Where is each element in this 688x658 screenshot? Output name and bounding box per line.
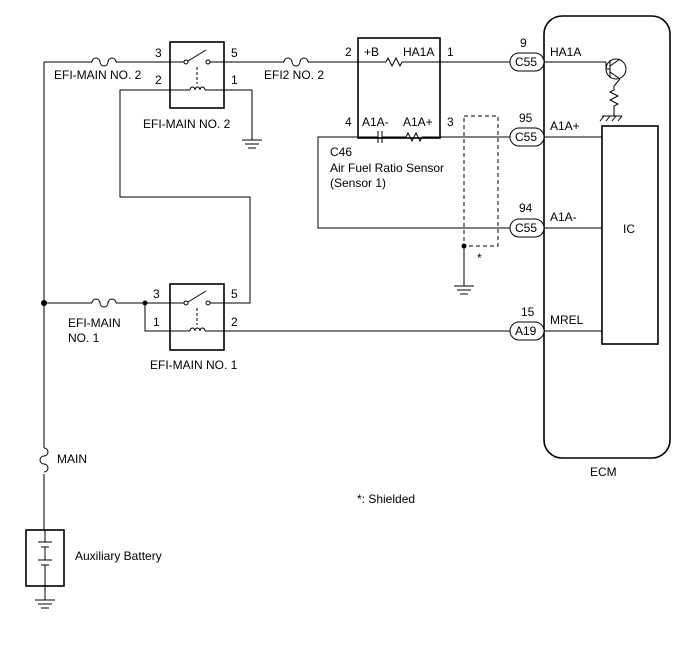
relay-efi-main-no1	[169, 283, 225, 351]
heater-transistor-icon	[605, 58, 627, 112]
ecm-signal-a1a-plus: A1A+	[550, 119, 580, 133]
ecm-pin-15: 15	[521, 305, 535, 319]
sensor-name-line1: Air Fuel Ratio Sensor	[330, 161, 444, 175]
efi-main-no1-fuse-label-line2: NO. 1	[68, 331, 100, 345]
sensor-element-icon	[358, 131, 440, 143]
ecm-signal-a1a-minus: A1A-	[550, 210, 577, 224]
efi-main-no2-fuse	[91, 57, 117, 67]
connector-c55-94: C55	[509, 218, 545, 238]
ecm-signal-mrel: MREL	[550, 313, 584, 327]
relay1-pin2: 2	[231, 315, 238, 329]
relay2-pin2: 2	[155, 73, 162, 87]
relay2-coil-icon	[170, 67, 224, 91]
ecm-pin-9: 9	[520, 36, 527, 50]
relay2-switch-icon	[170, 49, 224, 65]
efi-main-no1-fuse	[91, 298, 117, 308]
battery-label: Auxiliary Battery	[75, 549, 162, 563]
sensor-pin-a1a-plus-label: A1A+	[403, 115, 433, 129]
svg-text:C55: C55	[515, 130, 537, 144]
efi2-no2-fuse-label: EFI2 NO. 2	[264, 68, 324, 82]
sensor-name-line2: (Sensor 1)	[330, 176, 386, 190]
shield-mark: *	[477, 251, 482, 265]
relay1-switch-icon	[170, 290, 224, 306]
efi-main-no1-fuse-label-line1: EFI-MAIN	[68, 316, 121, 330]
ecm-ic-label: IC	[623, 222, 635, 236]
connector-a19-15: A19	[509, 321, 545, 341]
ecm-ground-icon	[599, 112, 623, 122]
sensor-pin-ha1a-label: HA1A	[403, 45, 434, 59]
ecm-signal-ha1a: HA1A	[550, 45, 581, 59]
sensor-pin3: 3	[447, 115, 454, 129]
ecm-pin-94: 94	[519, 201, 533, 215]
relay1-label: EFI-MAIN NO. 1	[150, 358, 238, 372]
sensor-pin-a1a-minus-label: A1A-	[362, 115, 389, 129]
svg-text:C55: C55	[515, 55, 537, 69]
ecm-pin-95: 95	[519, 111, 533, 125]
shield-note: *: Shielded	[357, 492, 415, 506]
relay1-coil-icon	[170, 308, 224, 332]
relay2-pin3: 3	[155, 46, 162, 60]
ecm-ic-block	[601, 125, 659, 345]
efi-main-no2-fuse-label: EFI-MAIN NO. 2	[54, 68, 142, 82]
relay1-pin5: 5	[231, 287, 238, 301]
sensor-pin4: 4	[345, 115, 352, 129]
connector-c55-95: C55	[509, 127, 545, 147]
battery-symbol	[38, 530, 52, 586]
efi2-no2-fuse	[283, 57, 309, 67]
air-fuel-ratio-sensor	[357, 37, 441, 139]
relay2-ground-icon	[242, 139, 262, 149]
sensor-pin1: 1	[447, 45, 454, 59]
svg-text:C55: C55	[515, 221, 537, 235]
wire-a1a-minus	[317, 136, 510, 229]
relay2-pin5: 5	[231, 46, 238, 60]
main-fuse	[39, 442, 49, 473]
relay1-pin3: 3	[153, 287, 160, 301]
relay2-label: EFI-MAIN NO. 2	[143, 117, 231, 131]
shield-ground-icon	[454, 285, 474, 295]
connector-c55-9: C55	[509, 52, 545, 72]
sensor-pin2: 2	[345, 45, 352, 59]
relay2-pin1: 1	[231, 73, 238, 87]
sensor-connector-code: C46	[330, 145, 352, 159]
relay2-to-relay1-wire	[119, 89, 251, 304]
main-fuse-label: MAIN	[57, 452, 87, 466]
relay1-pin1: 1	[153, 315, 160, 329]
relay1-coil-feed-wire	[144, 303, 170, 332]
heater-resistor-icon	[358, 56, 440, 68]
sensor-pin-b-label: +B	[364, 45, 379, 59]
battery-ground-icon	[35, 586, 55, 609]
shield-box	[463, 115, 499, 247]
shield-junction-dot	[461, 243, 467, 249]
svg-text:A19: A19	[515, 324, 537, 338]
ecm-label: ECM	[590, 465, 617, 479]
